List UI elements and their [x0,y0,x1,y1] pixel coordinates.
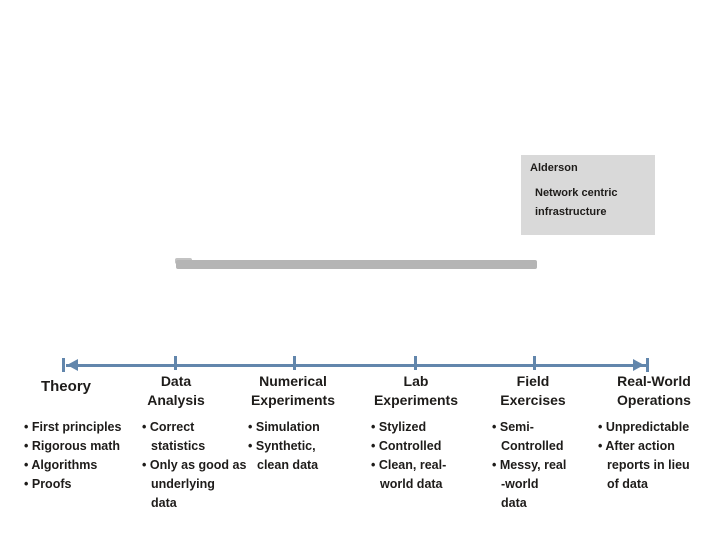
bullet-item: Simulation [248,418,378,437]
bullet-item: Only as good as underlying data [142,456,272,513]
column-theory: Theory First principlesRigorous mathAlgo… [10,372,122,540]
bullet-list: Correct statisticsOnly as good as underl… [142,418,272,513]
axis-left-arrow-icon [67,359,78,371]
column-header: Lab Experiments [373,373,459,408]
axis-tick [414,356,417,370]
bullet-item: Controlled [371,437,501,456]
axis-right-arrow-icon [633,359,644,371]
column-header: Field Exercises [500,373,566,408]
bullet-item: Proofs [24,475,154,494]
column-header: Data Analysis [147,373,205,408]
bullet-item: Algorithms [24,456,154,475]
column-data-analysis: Data Analysis Correct statisticsOnly as … [128,372,246,540]
bullet-item: Correct statistics [142,418,272,456]
axis-tick [533,356,536,370]
column-lab-experiments: Lab Experiments StylizedControlledClean,… [357,372,475,540]
axis-tick [174,356,177,370]
callout-author: Alderson [530,162,578,174]
bullet-item: Semi- Controlled [492,418,622,456]
bullet-list: UnpredictableAfter action reports in lie… [598,418,720,494]
bullet-list: SimulationSynthetic, clean data [248,418,378,475]
column-real-world-operations: Real-World Operations UnpredictableAfter… [590,372,718,540]
bullet-item: Rigorous math [24,437,154,456]
bullet-list: StylizedControlledClean, real- world dat… [371,418,501,494]
bullet-list: First principlesRigorous mathAlgorithmsP… [24,418,154,494]
axis-right-end-bar [646,358,649,372]
alderson-callout: Alderson Network centric infrastructure [521,155,655,235]
bullet-item: Messy, real -world data [492,456,622,513]
bullet-list: Semi- ControlledMessy, real -world data [492,418,622,513]
column-field-exercises: Field Exercises Semi- ControlledMessy, r… [478,372,588,540]
bullet-item: Clean, real- world data [371,456,501,494]
column-header: Real-World Operations [617,373,691,408]
axis-tick [293,356,296,370]
bullet-item: Unpredictable [598,418,720,437]
bullet-item: Stylized [371,418,501,437]
bullet-item: Synthetic, clean data [248,437,378,475]
callout-note: Network centric infrastructure [535,187,618,218]
axis-left-end-bar [62,358,65,372]
column-header: Numerical Experiments [250,373,336,408]
bullet-item: After action reports in lieu of data [598,437,720,494]
bullet-item: First principles [24,418,154,437]
divider-bar [176,260,537,269]
spectrum-columns: Theory First principlesRigorous mathAlgo… [0,372,720,540]
column-numerical-experiments: Numerical Experiments SimulationSyntheti… [234,372,352,540]
spectrum-axis-line [66,364,647,367]
column-header: Theory [40,378,91,395]
